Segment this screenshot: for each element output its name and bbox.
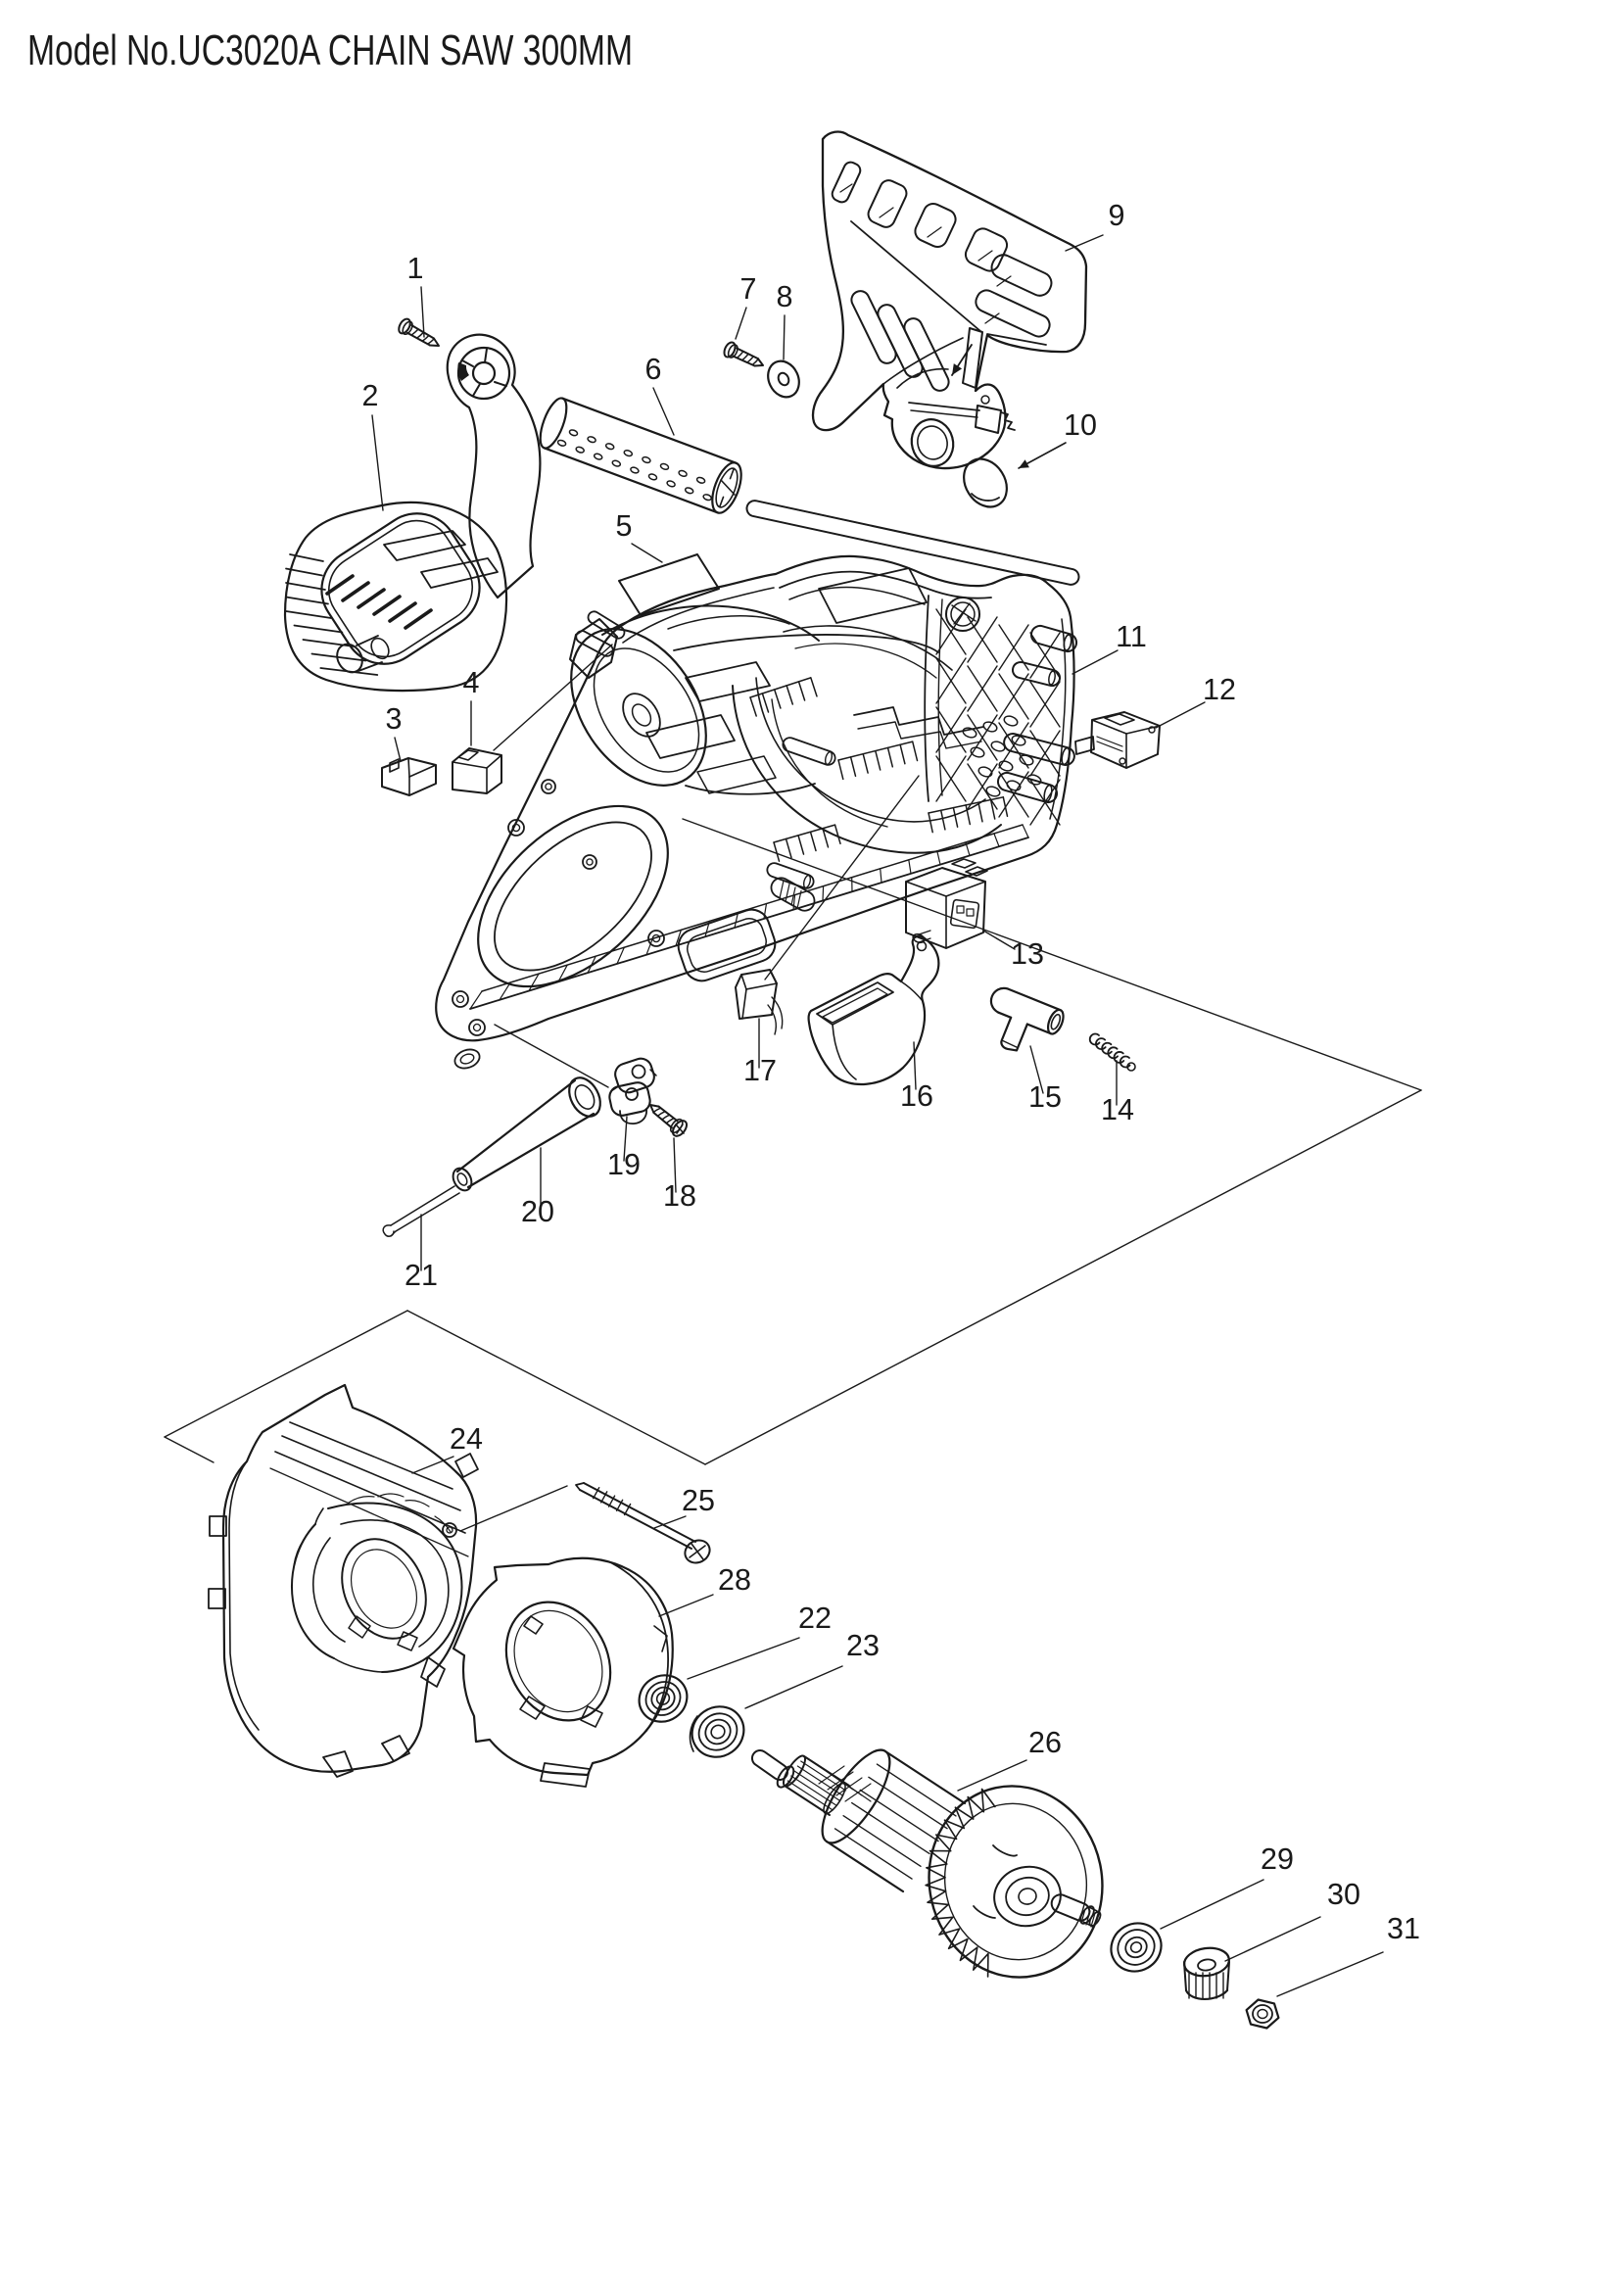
svg-text:16: 16 bbox=[900, 1079, 933, 1113]
svg-text:10: 10 bbox=[1064, 408, 1097, 442]
svg-text:13: 13 bbox=[1011, 937, 1044, 971]
svg-text:Model No.UC3020A CHAIN SAW 300: Model No.UC3020A CHAIN SAW 300MM bbox=[27, 26, 633, 74]
svg-text:15: 15 bbox=[1028, 1080, 1062, 1114]
svg-text:12: 12 bbox=[1203, 673, 1236, 706]
svg-text:24: 24 bbox=[450, 1422, 483, 1456]
svg-text:7: 7 bbox=[740, 272, 757, 306]
svg-text:8: 8 bbox=[777, 280, 793, 313]
svg-text:1: 1 bbox=[407, 252, 424, 285]
svg-text:14: 14 bbox=[1101, 1093, 1134, 1126]
svg-text:2: 2 bbox=[362, 379, 379, 412]
svg-text:28: 28 bbox=[718, 1563, 751, 1597]
svg-text:20: 20 bbox=[521, 1195, 554, 1228]
svg-text:30: 30 bbox=[1327, 1878, 1360, 1911]
svg-text:9: 9 bbox=[1109, 199, 1125, 232]
svg-text:5: 5 bbox=[616, 509, 633, 543]
svg-text:22: 22 bbox=[798, 1602, 832, 1635]
svg-text:18: 18 bbox=[663, 1179, 696, 1213]
svg-text:3: 3 bbox=[386, 702, 403, 736]
svg-text:31: 31 bbox=[1387, 1912, 1420, 1945]
svg-text:17: 17 bbox=[743, 1054, 777, 1087]
svg-text:23: 23 bbox=[846, 1629, 880, 1662]
svg-text:25: 25 bbox=[682, 1484, 715, 1517]
svg-text:11: 11 bbox=[1116, 620, 1147, 653]
svg-text:26: 26 bbox=[1028, 1726, 1062, 1759]
svg-text:6: 6 bbox=[645, 353, 662, 386]
svg-text:29: 29 bbox=[1261, 1842, 1294, 1876]
